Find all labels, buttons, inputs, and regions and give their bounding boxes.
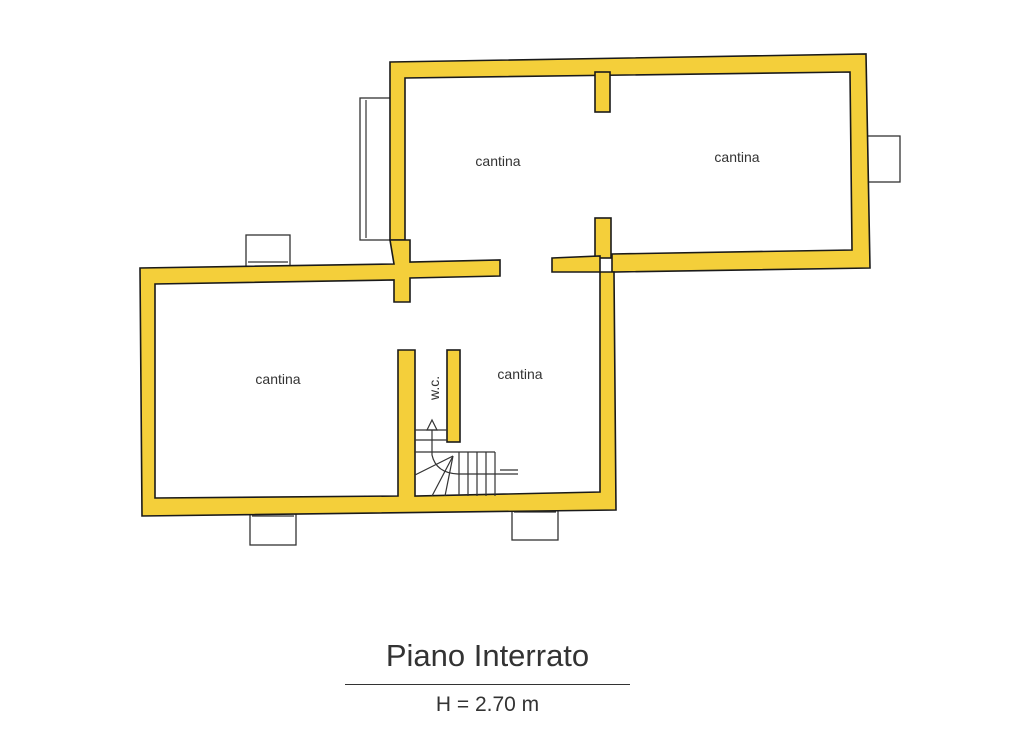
room-label-cantina-4: cantina <box>497 366 542 382</box>
walls <box>139 53 871 517</box>
room-label-cantina-1: cantina <box>475 153 520 169</box>
room-label-cantina-2: cantina <box>714 149 759 165</box>
plan-title: Piano Interrato <box>385 638 590 673</box>
window-top-left <box>245 234 291 272</box>
stairs <box>414 418 518 497</box>
ceiling-height-label: H = 2.70 m <box>435 693 540 716</box>
room-label-cantina-3: cantina <box>255 371 300 387</box>
room-label-wc: w.c. <box>426 376 442 401</box>
windows <box>245 97 901 546</box>
title-divider <box>345 684 630 685</box>
